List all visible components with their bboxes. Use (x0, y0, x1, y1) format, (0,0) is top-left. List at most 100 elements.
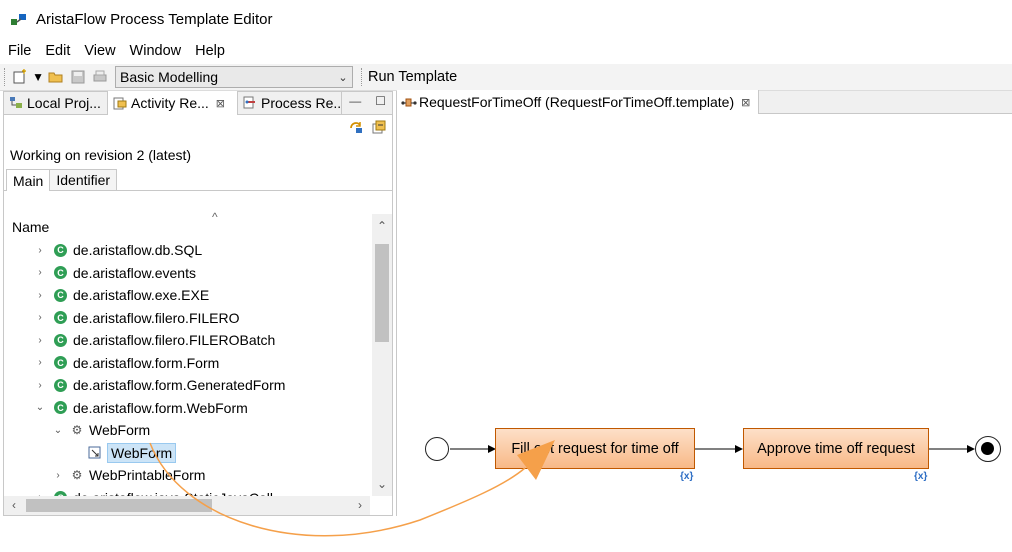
process-template-icon (401, 96, 417, 109)
package-icon: C (54, 333, 67, 347)
toolbar-grip[interactable] (4, 68, 7, 86)
tree-row-label: de.aristaflow.db.SQL (73, 242, 203, 259)
activity-fill-out-request[interactable]: Fill out request for time off (495, 428, 695, 469)
scroll-down-icon[interactable]: ⌄ (376, 477, 388, 491)
open-folder-icon[interactable] (47, 68, 65, 86)
tree-row-label: de.aristaflow.filero.FILERO (73, 309, 240, 326)
maximize-icon[interactable]: ☐ (375, 94, 386, 108)
chevron-right-icon[interactable]: › (38, 244, 42, 256)
package-icon: C (54, 288, 67, 302)
close-icon[interactable]: ⊠ (741, 96, 751, 109)
menu-help[interactable]: Help (195, 43, 225, 59)
parameter-icon: {x} (914, 471, 928, 482)
menu-edit[interactable]: Edit (45, 43, 71, 59)
menu-view[interactable]: View (84, 43, 116, 59)
tab-label: Activity Re... (131, 95, 209, 111)
close-icon[interactable]: ⊠ (215, 97, 226, 110)
new-icon[interactable] (11, 68, 29, 86)
tree-row-label: de.aristaflow.form.WebForm (73, 399, 248, 416)
perspective-select[interactable]: Basic Modelling ⌄ (115, 66, 353, 88)
local-project-icon (9, 96, 23, 109)
chevron-right-icon[interactable]: › (38, 379, 42, 391)
chevron-right-icon[interactable]: › (34, 492, 46, 496)
window-title: AristaFlow Process Template Editor (36, 10, 273, 28)
activity-label: Fill out request for time off (511, 440, 679, 457)
tree-row-label: WebForm (89, 422, 151, 439)
revision-label: Working on revision 2 (latest) (10, 147, 192, 163)
sort-caret-icon: ^ (212, 210, 218, 224)
tree-row-label: de.aristaflow.exe.EXE (73, 287, 210, 304)
tree-row-label: WebPrintableForm (89, 467, 206, 484)
start-node[interactable] (425, 437, 449, 461)
scroll-thumb[interactable] (375, 244, 389, 342)
view-window-controls: — ☐ (349, 94, 386, 108)
chevron-right-icon[interactable]: › (38, 312, 42, 324)
chevron-down-icon: ⌄ (338, 71, 348, 84)
collapse-all-icon[interactable] (372, 120, 386, 137)
process-template-editor: RequestForTimeOff (RequestForTimeOff.tem… (396, 90, 1012, 516)
minimize-icon[interactable]: — (349, 94, 362, 108)
tree-row[interactable]: › ⚙ WebPrintableForm (4, 464, 370, 487)
component-icon: ⚙ (71, 468, 83, 483)
scroll-right-icon[interactable]: › (358, 498, 362, 512)
tab-local-projects[interactable]: Local Proj... (4, 91, 108, 114)
tree-row[interactable]: ›Cde.aristaflow.java.StaticJavaCall (4, 487, 370, 496)
print-icon[interactable] (91, 68, 109, 86)
tab-activity-repository[interactable]: Activity Re... ⊠ (108, 91, 238, 115)
column-header-label: Name (12, 218, 50, 235)
chevron-right-icon[interactable]: › (38, 289, 42, 301)
activity-approve-request[interactable]: Approve time off request (743, 428, 929, 469)
process-canvas[interactable]: Fill out request for time off {x} Approv… (397, 115, 1012, 515)
title-bar: AristaFlow Process Template Editor (0, 0, 1012, 38)
menu-file[interactable]: File (8, 43, 32, 59)
view-local-toolbar (4, 115, 392, 141)
tree-row[interactable]: ⌄⚙WebForm (4, 419, 370, 442)
subtab-main[interactable]: Main (6, 169, 51, 191)
subtab-identifier[interactable]: Identifier (49, 169, 118, 190)
chevron-right-icon[interactable]: › (38, 334, 42, 346)
end-node[interactable] (975, 436, 1001, 462)
chevron-down-icon[interactable]: ⌄ (53, 424, 63, 436)
tree-row[interactable]: WebForm (4, 442, 370, 465)
vertical-scrollbar[interactable]: ⌃ ⌄ (372, 214, 392, 496)
activity-label: Approve time off request (757, 440, 915, 457)
process-repository-icon (243, 96, 257, 109)
main-toolbar: ▼ Basic Modelling ⌄ Run Template (0, 64, 1012, 91)
activity-icon (88, 446, 102, 460)
chevron-right-icon[interactable]: › (38, 357, 42, 369)
perspective-value: Basic Modelling (120, 69, 219, 85)
package-icon: C (54, 356, 67, 370)
scroll-left-icon[interactable]: ‹ (12, 498, 16, 512)
menu-bar: File Edit View Window Help (0, 38, 1012, 64)
editor-tab-request-for-time-off[interactable]: RequestForTimeOff (RequestForTimeOff.tem… (397, 90, 760, 114)
chevron-down-icon[interactable]: ⌄ (35, 402, 45, 414)
refresh-icon[interactable] (348, 120, 364, 137)
view-tabstrip: Local Proj... Activity Re... ⊠ Process R… (4, 91, 392, 115)
column-header-name[interactable]: Name ^ (4, 210, 370, 239)
chevron-right-icon[interactable]: › (56, 469, 60, 481)
scroll-up-icon[interactable]: ⌃ (376, 219, 388, 233)
activity-repository-view: Local Proj... Activity Re... ⊠ Process R… (3, 91, 393, 516)
editor-tab-label: RequestForTimeOff (RequestForTimeOff.tem… (419, 94, 735, 110)
tree-row-label: de.aristaflow.form.GeneratedForm (73, 377, 286, 394)
menu-window[interactable]: Window (129, 43, 182, 59)
save-icon[interactable] (69, 68, 87, 86)
horizontal-scrollbar[interactable]: ‹ › (4, 496, 370, 515)
dropdown-arrow-icon[interactable]: ▼ (32, 70, 44, 84)
parameter-icon: {x} (680, 471, 694, 482)
run-template-button[interactable]: Run Template (368, 69, 458, 85)
scroll-thumb-horizontal[interactable] (26, 499, 212, 512)
chevron-right-icon[interactable]: › (38, 267, 42, 279)
tab-process-repository[interactable]: Process Re... (238, 91, 342, 114)
tab-label: Local Proj... (27, 94, 101, 111)
